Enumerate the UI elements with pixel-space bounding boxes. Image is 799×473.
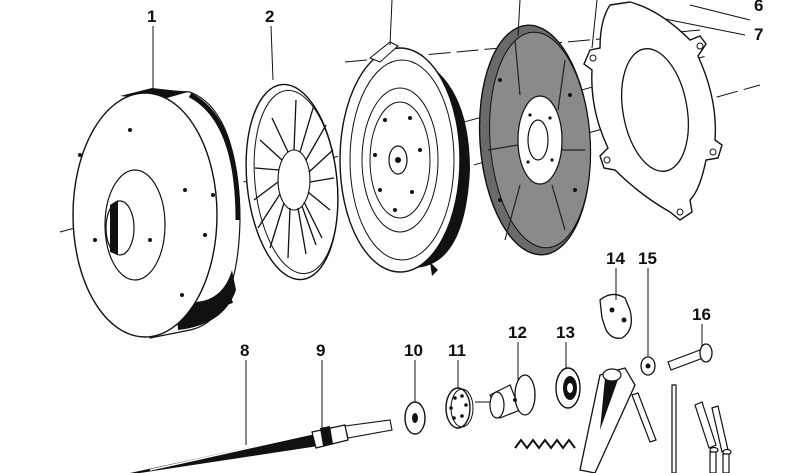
- release-bearing-guide: [475, 374, 536, 419]
- callout-2: 2: [265, 7, 274, 26]
- release-lever: [579, 367, 636, 473]
- release-bearing: [555, 367, 581, 409]
- callout-9: 9: [316, 341, 325, 360]
- washer: [404, 401, 426, 435]
- callout-6: 6: [754, 0, 763, 15]
- clutch-spring-plate: [245, 83, 339, 281]
- spring: [514, 438, 576, 450]
- callout-10: 10: [404, 341, 423, 360]
- callout-14: 14: [606, 249, 625, 268]
- callout-15: 15: [638, 249, 657, 268]
- callout-8: 8: [240, 341, 249, 360]
- callout-13: 13: [556, 323, 575, 342]
- flywheel: [72, 88, 241, 339]
- pressure-plate: [339, 41, 470, 276]
- callout-11: 11: [448, 341, 466, 360]
- pins: [631, 384, 732, 473]
- callout-labels: 1 2 6 7 8 9 10 11 12 13 14 15 16: [147, 0, 763, 360]
- hub-disc: [445, 387, 474, 429]
- callout-7: 7: [754, 25, 763, 44]
- bolt: [667, 343, 713, 371]
- leader-lines: [152, 0, 703, 445]
- release-shaft: [130, 419, 393, 473]
- bracket-clip: [599, 293, 633, 339]
- clutch-cover-plate: [583, 1, 723, 221]
- shaft-sleeve: [311, 419, 393, 449]
- callout-16: 16: [692, 305, 711, 324]
- clutch-disc: [478, 24, 592, 256]
- callout-1: 1: [147, 7, 156, 26]
- nut: [640, 356, 656, 376]
- callout-12: 12: [508, 323, 527, 342]
